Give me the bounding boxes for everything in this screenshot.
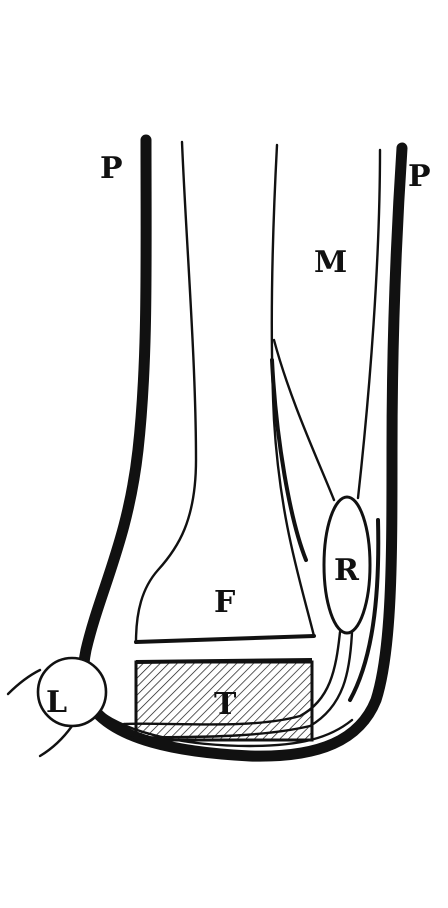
bone-t-top-edge	[135, 658, 313, 664]
structure-r-ellipse	[322, 495, 372, 635]
muscle-m-inner-line	[272, 338, 336, 502]
label-f: F	[214, 585, 235, 620]
bone-f-base	[134, 634, 316, 644]
structure-l-left-tail-top	[6, 668, 42, 696]
label-p-left: P	[100, 151, 123, 186]
bone-f-right-edge	[270, 143, 316, 638]
label-p-right: P	[408, 159, 431, 194]
label-r: R	[334, 553, 360, 588]
structure-l-left-tail-bottom	[38, 724, 74, 758]
muscle-m-left-shade	[270, 358, 308, 562]
inner-capsule-right	[348, 518, 381, 702]
muscle-m-outer-line	[356, 148, 382, 500]
label-m: M	[314, 245, 347, 280]
label-t: T	[214, 687, 237, 722]
lower-base-curve	[96, 708, 354, 748]
label-l: L	[46, 685, 67, 720]
bone-f-outline	[134, 140, 198, 644]
outer-capsule-line	[77, 134, 408, 762]
